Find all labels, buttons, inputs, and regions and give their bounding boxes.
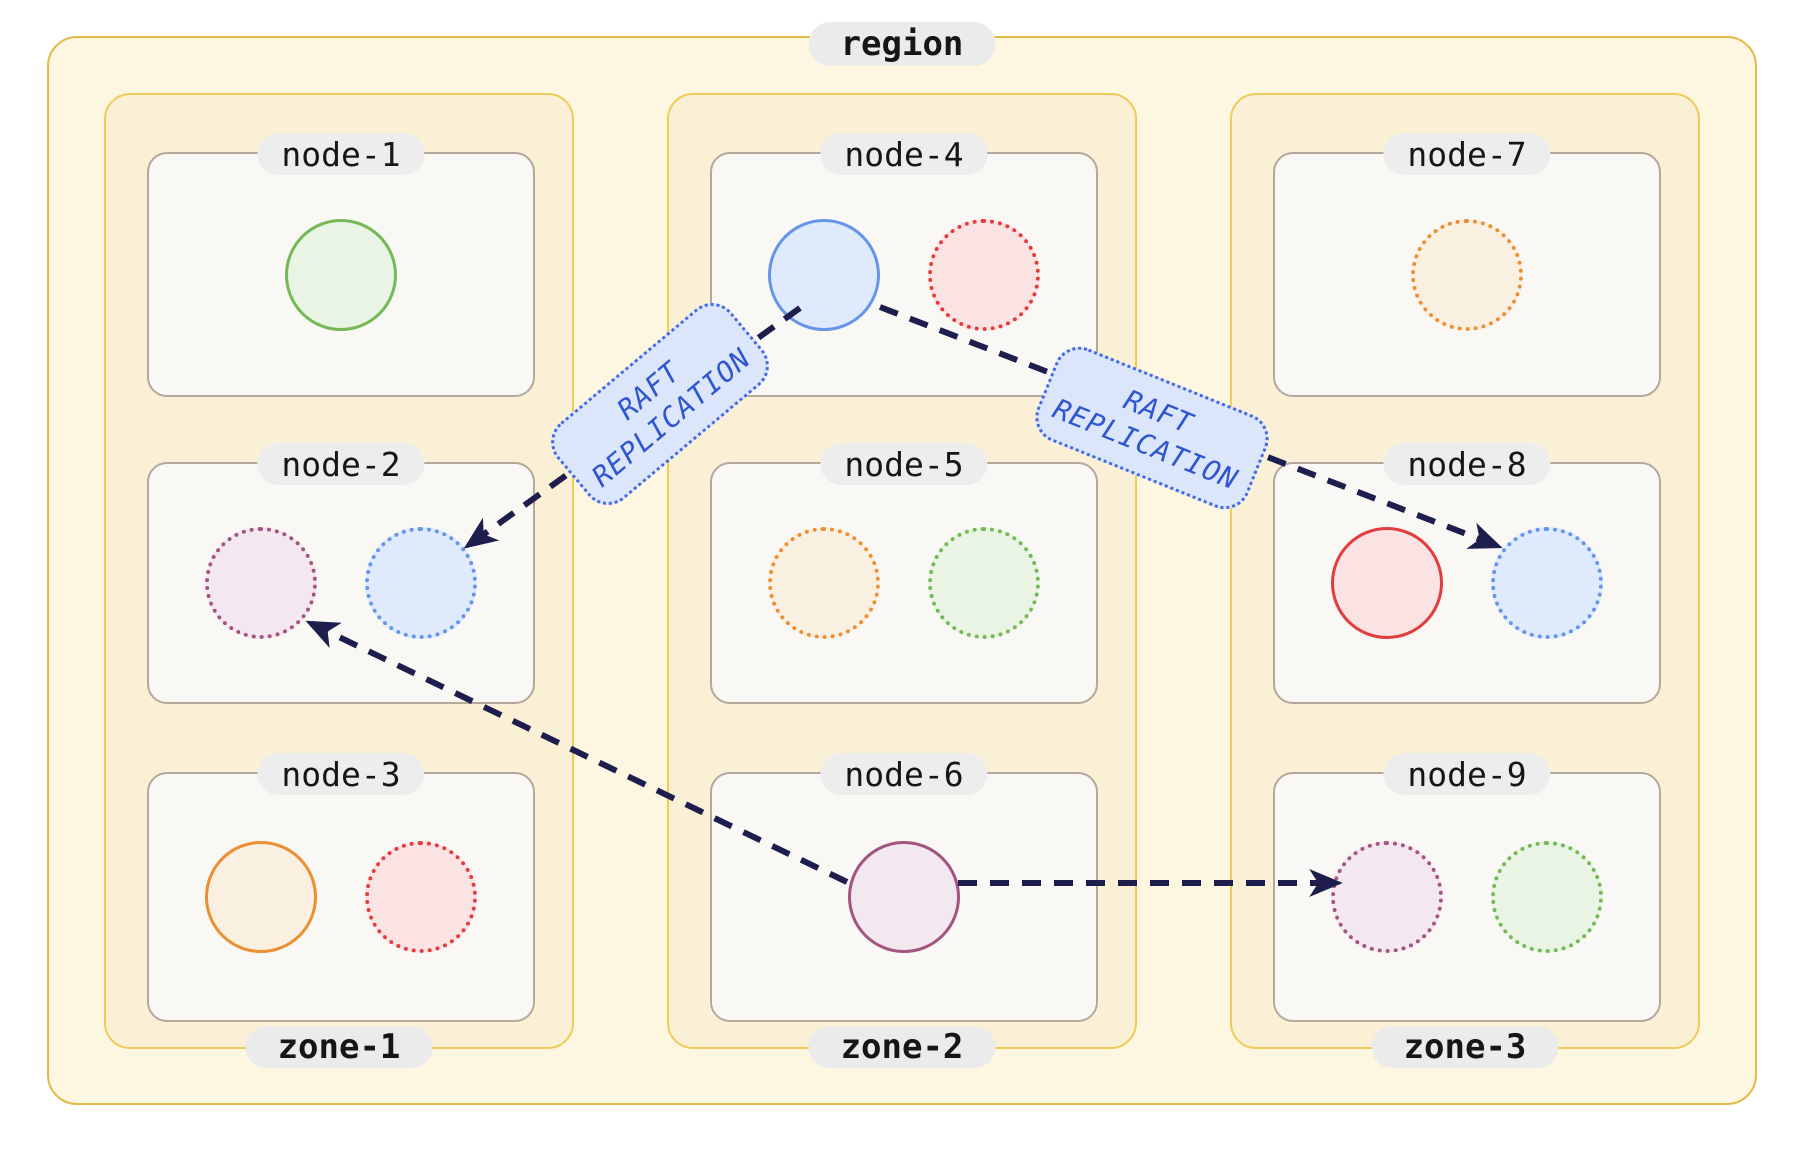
replica-group xyxy=(1275,464,1659,702)
zone-3: node-7 node-8 node-9 zone-3 xyxy=(1230,93,1700,1068)
replica-group xyxy=(712,464,1096,702)
replica-group xyxy=(149,154,533,395)
node-label: node-1 xyxy=(257,133,425,175)
node-7: node-7 xyxy=(1273,133,1661,397)
replica-red-dotted xyxy=(365,841,477,953)
node-label: node-4 xyxy=(820,133,988,175)
node-label: node-9 xyxy=(1383,753,1551,795)
replica-orange-dotted xyxy=(1411,218,1523,331)
zone-label: zone-3 xyxy=(1371,1026,1559,1068)
node-label: node-5 xyxy=(820,443,988,485)
node-label: node-3 xyxy=(257,753,425,795)
node-label: node-8 xyxy=(1383,443,1551,485)
replica-group xyxy=(1275,774,1659,1020)
replica-group xyxy=(712,154,1096,395)
node-6: node-6 xyxy=(710,753,1098,1022)
zone-1: node-1 node-2 node-3 zone-1 xyxy=(104,93,574,1068)
node-label: node-7 xyxy=(1383,133,1551,175)
replica-purple-dotted xyxy=(205,527,317,639)
region-label: region xyxy=(808,22,996,66)
node-1: node-1 xyxy=(147,133,535,397)
replica-blue-dotted xyxy=(1491,527,1603,639)
node-2: node-2 xyxy=(147,443,535,704)
replica-red-dotted xyxy=(928,218,1040,331)
zone-label: zone-1 xyxy=(245,1026,433,1068)
replica-purple-solid xyxy=(848,841,960,953)
zone-2: node-4 node-5 node-6 zone-2 xyxy=(667,93,1137,1068)
zone-label: zone-2 xyxy=(808,1026,996,1068)
node-3: node-3 xyxy=(147,753,535,1022)
node-9: node-9 xyxy=(1273,753,1661,1022)
replica-red-solid xyxy=(1331,527,1443,639)
replica-blue-dotted xyxy=(365,527,477,639)
replica-blue-solid xyxy=(768,218,880,331)
replica-group xyxy=(712,774,1096,1020)
replica-group xyxy=(149,774,533,1020)
replica-green-dotted xyxy=(1491,841,1603,953)
replica-purple-dotted xyxy=(1331,841,1443,953)
replica-orange-solid xyxy=(205,841,317,953)
replica-orange-dotted xyxy=(768,527,880,639)
replica-green-solid xyxy=(285,218,397,331)
replica-group xyxy=(149,464,533,702)
replica-group xyxy=(1275,154,1659,395)
node-5: node-5 xyxy=(710,443,1098,704)
node-8: node-8 xyxy=(1273,443,1661,704)
node-label: node-2 xyxy=(257,443,425,485)
node-label: node-6 xyxy=(820,753,988,795)
replica-green-dotted xyxy=(928,527,1040,639)
